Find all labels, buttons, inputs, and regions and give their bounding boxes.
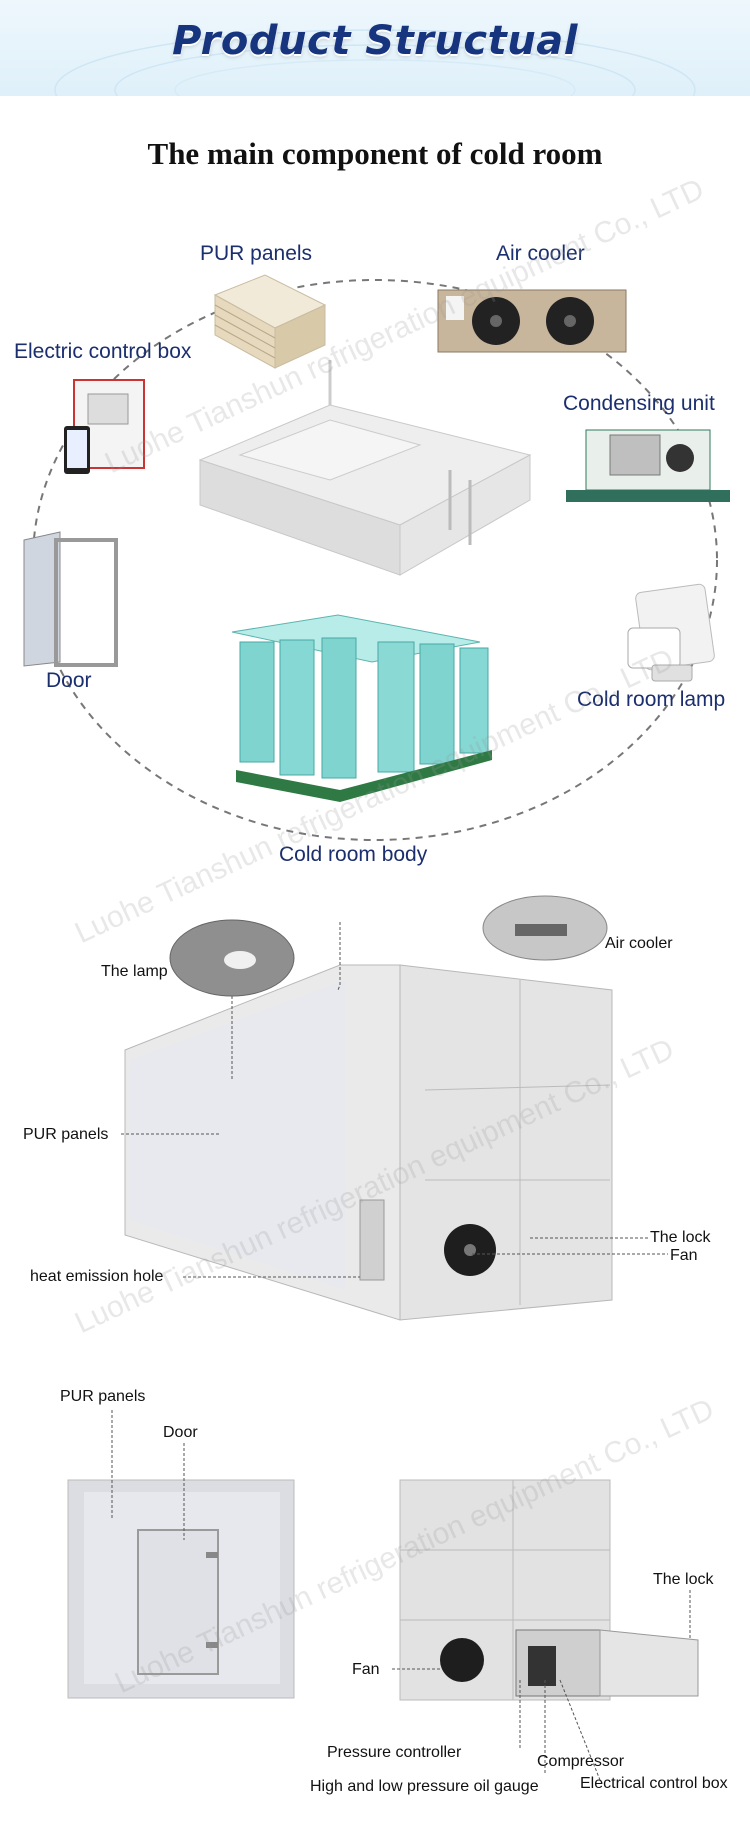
perforated-panel	[130, 980, 345, 1290]
electric-control-box-illustration	[64, 379, 145, 474]
label-pur-panels-2: PUR panels	[23, 1126, 109, 1143]
section-title: The main component of cold room	[147, 136, 603, 171]
label-cold-room-lamp: Cold room lamp	[577, 688, 726, 711]
label-front-pur-panels: PUR panels	[60, 1388, 146, 1405]
label-door: Door	[46, 669, 92, 692]
pur-panels-illustration	[213, 274, 327, 369]
label-the-lock: The lock	[650, 1229, 711, 1246]
label-oil-gauge: High and low pressure oil gauge	[310, 1778, 539, 1795]
label-compressor: Compressor	[537, 1753, 625, 1770]
label-fan: Fan	[670, 1247, 698, 1264]
back-view	[392, 1479, 699, 1781]
label-front-door: Door	[163, 1424, 198, 1441]
label-back-the-lock: The lock	[653, 1571, 714, 1588]
label-pressure-controller: Pressure controller	[327, 1744, 462, 1761]
label-air-cooler: Air cooler	[496, 242, 585, 265]
cold-room-building-illustration	[198, 360, 532, 576]
container-diagram	[121, 895, 668, 1321]
banner-background	[54, 29, 696, 96]
air-cooler-illustration	[437, 289, 627, 353]
door-illustration	[23, 531, 118, 667]
label-the-lamp: The lamp	[101, 963, 168, 980]
cold-room-lamp-illustration	[627, 583, 715, 682]
heat-vent	[359, 1199, 385, 1281]
label-electric-control-box: Electric control box	[14, 340, 192, 363]
banner-title: Product Structual	[172, 18, 578, 64]
front-door	[137, 1529, 219, 1675]
component-diagram	[23, 274, 730, 841]
open-control-box-door	[599, 1629, 699, 1697]
label-air-cooler-2: Air cooler	[605, 935, 673, 952]
label-back-fan: Fan	[352, 1661, 380, 1678]
header-banner: Product Structual	[0, 0, 750, 96]
back-fan	[440, 1638, 484, 1682]
condensing-unit-illustration	[566, 429, 730, 502]
label-heat-emission-hole: heat emission hole	[30, 1268, 164, 1285]
cold-room-body-illustration	[231, 614, 492, 802]
label-pur-panels: PUR panels	[200, 242, 313, 265]
label-cold-room-body: Cold room body	[279, 843, 428, 866]
label-electrical-control-box: Electrical control box	[580, 1775, 728, 1792]
front-view	[67, 1410, 295, 1699]
label-condensing-unit: Condensing unit	[563, 392, 715, 415]
